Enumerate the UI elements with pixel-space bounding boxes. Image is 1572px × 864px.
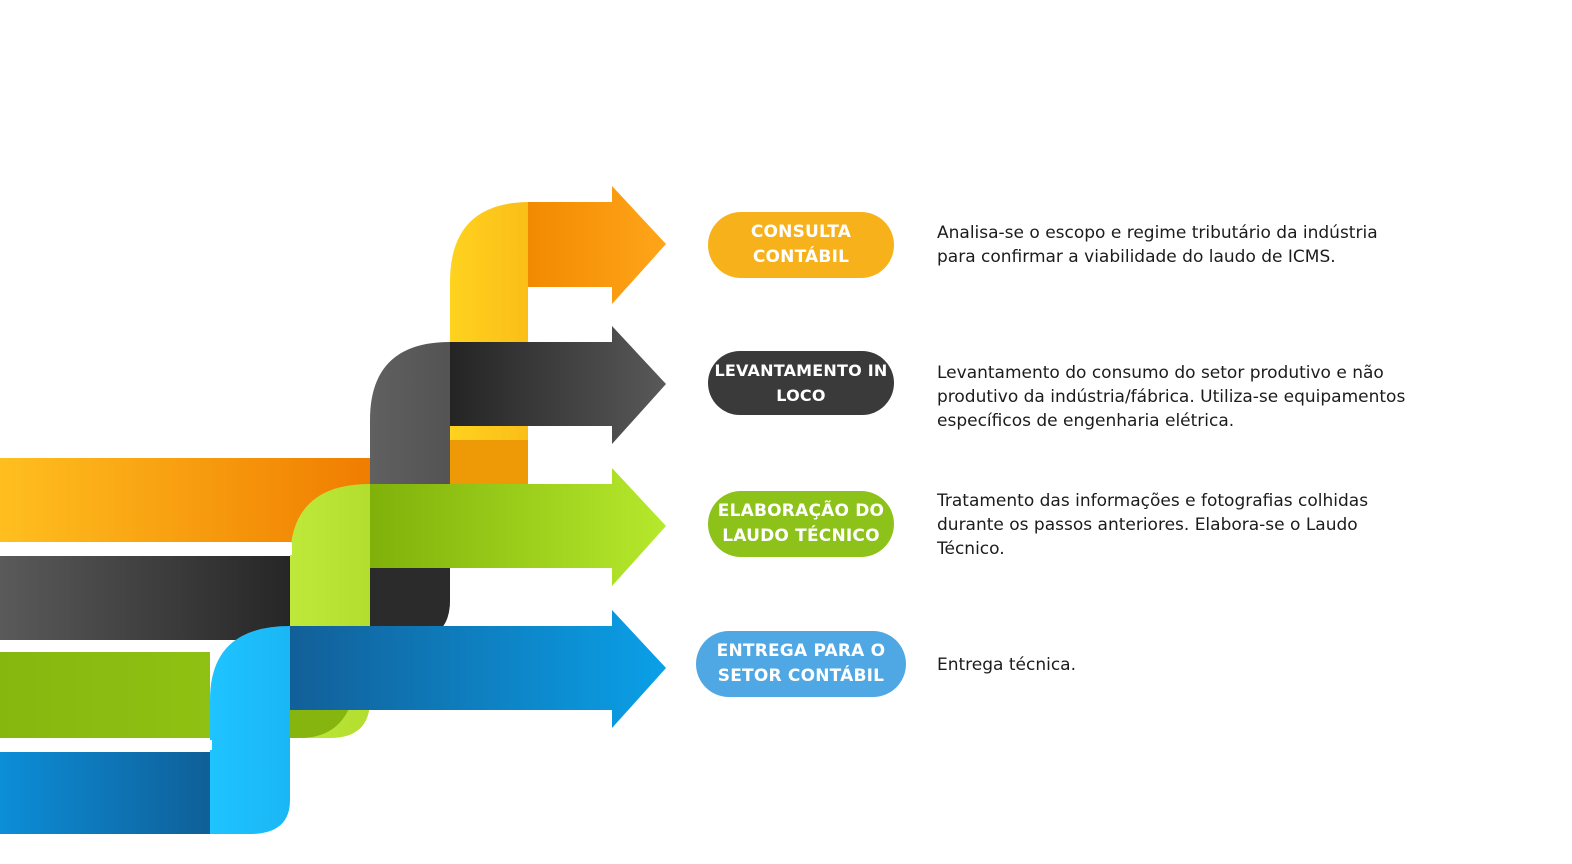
blue-ribbon-body	[0, 752, 215, 834]
orange-ribbon-arrowhead	[528, 186, 666, 304]
dark-ribbon-arrowhead	[450, 326, 666, 444]
step-2-pill: LEVANTAMENTO IN LOCO	[708, 351, 894, 415]
step-4-pill: ENTREGA PARA O SETOR CONTÁBIL	[696, 631, 906, 697]
step-4-label: ENTREGA PARA O SETOR CONTÁBIL	[716, 641, 886, 686]
step-3-label: ELABORAÇÃO DO LAUDO TÉCNICO	[717, 501, 885, 546]
step-3-pill: ELABORAÇÃO DO LAUDO TÉCNICO	[708, 491, 894, 557]
blue-ribbon	[0, 610, 666, 834]
orange-ribbon-body	[0, 458, 370, 542]
green-ribbon	[0, 468, 666, 738]
step-3-description: Tratamento das informações e fotografias…	[937, 491, 1369, 559]
step-4-description: Entrega técnica.	[937, 655, 1077, 675]
step-1-pill: CONSULTA CONTÁBIL	[708, 212, 894, 278]
dark-ribbon-body	[0, 556, 290, 640]
step-1-description: Analisa-se o escopo e regime tributário …	[937, 223, 1378, 267]
step-2-label: LEVANTAMENTO IN LOCO	[714, 361, 888, 405]
step-1-label: CONSULTA CONTÁBIL	[750, 222, 852, 267]
blue-ribbon-arrowhead	[290, 610, 666, 728]
green-ribbon-body	[0, 652, 210, 738]
green-ribbon-arrowhead	[370, 468, 666, 586]
step-2-description: Levantamento do consumo do setor produti…	[937, 363, 1406, 431]
